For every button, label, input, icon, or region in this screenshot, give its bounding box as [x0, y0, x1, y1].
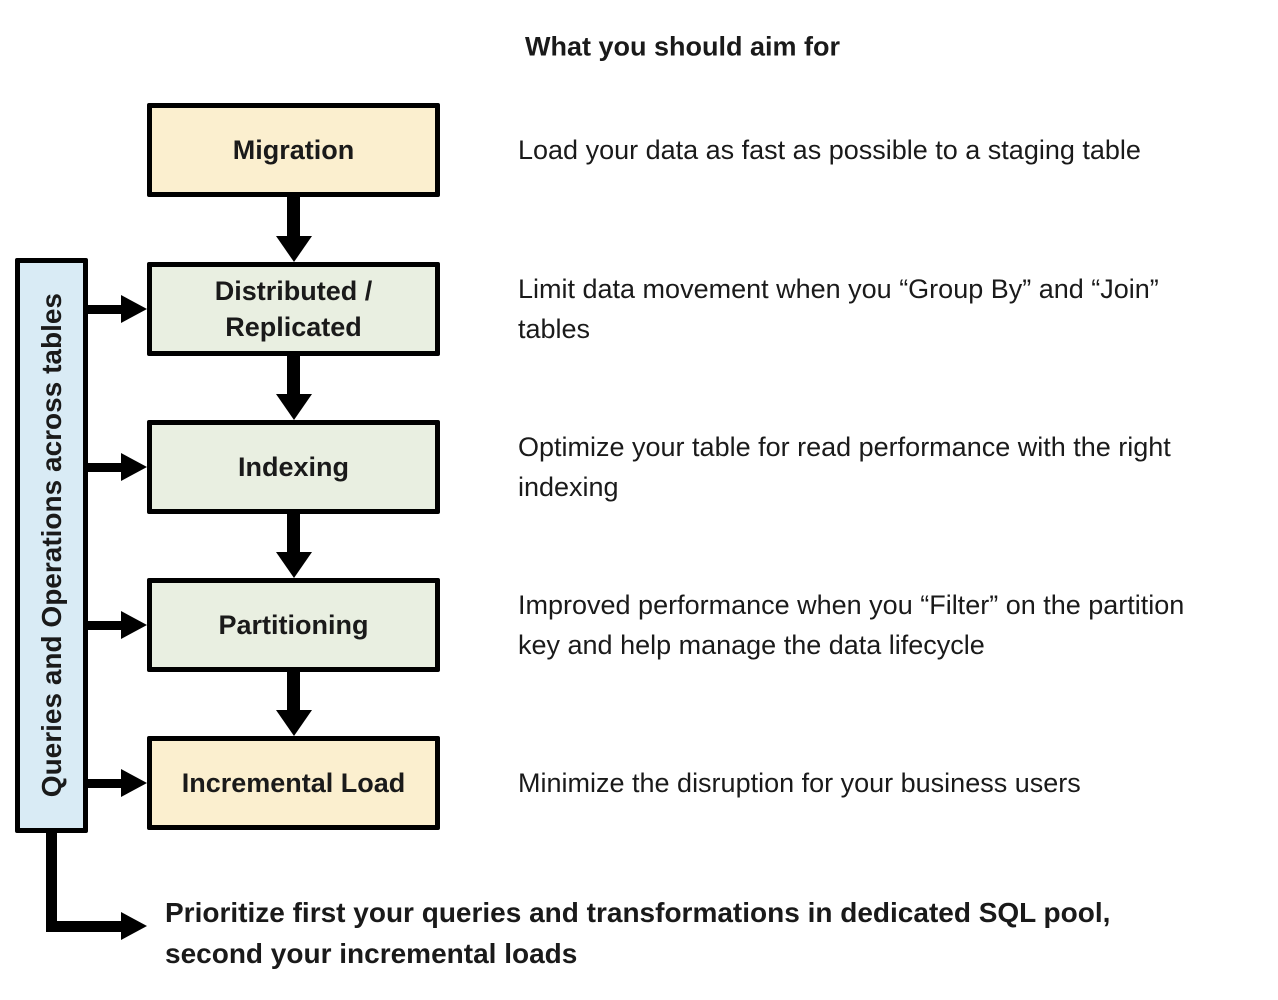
description-indexing: Optimize your table for read performance… — [518, 432, 1171, 502]
arrow-right-sidebar-to-indexing-icon — [88, 453, 147, 481]
arrow-head — [275, 710, 312, 736]
flow-box-distributed-replicated: Distributed / Replicated — [147, 262, 440, 356]
arrow-head — [275, 394, 312, 420]
arrow-right-sidebar-to-distributed-icon — [88, 295, 147, 323]
arrow-head — [121, 611, 147, 639]
arrow-shaft — [88, 621, 122, 630]
arrow-shaft — [88, 779, 122, 788]
description-distributed-replicated: Limit data movement when you “Group By” … — [518, 274, 1159, 344]
arrow-head — [275, 236, 312, 262]
flow-box-label: Indexing — [237, 451, 349, 482]
arrow-shaft — [88, 305, 122, 314]
footer-note: Prioritize first your queries and transf… — [165, 892, 1110, 974]
arrow-shaft — [287, 356, 300, 394]
sidebar-label: Queries and Operations across tables — [35, 293, 67, 798]
arrow-shaft — [287, 197, 300, 236]
arrow-down-distributed-to-indexing-icon — [275, 356, 312, 420]
arrow-right-sidebar-to-incremental-icon — [88, 769, 147, 797]
arrow-right-sidebar-to-partitioning-icon — [88, 611, 147, 639]
arrow-elbow-horizontal-segment — [46, 921, 122, 932]
arrow-head — [121, 453, 147, 481]
arrow-head — [121, 295, 147, 323]
page-title: What you should aim for — [525, 31, 840, 62]
flow-box-label: Distributed / Replicated — [214, 275, 373, 342]
arrow-shaft — [287, 514, 300, 552]
arrow-elbow-vertical-segment — [46, 833, 57, 932]
flow-box-label: Migration — [232, 134, 355, 165]
flow-box-partitioning: Partitioning — [147, 578, 440, 672]
arrow-elbow-head-icon — [121, 912, 147, 940]
arrow-down-partitioning-to-incremental-icon — [275, 672, 312, 736]
flow-box-incremental-load: Incremental Load — [147, 736, 440, 830]
sidebar-queries-operations: Queries and Operations across tables — [15, 258, 88, 833]
arrow-shaft — [88, 463, 122, 472]
description-migration: Load your data as fast as possible to a … — [518, 135, 1141, 165]
flow-box-indexing: Indexing — [147, 420, 440, 514]
arrow-shaft — [287, 672, 300, 710]
footer-line-2: second your incremental loads — [165, 938, 578, 969]
arrow-head — [121, 769, 147, 797]
arrow-head — [275, 552, 312, 578]
footer-line-1: Prioritize first your queries and transf… — [165, 897, 1111, 928]
description-incremental-load: Minimize the disruption for your busines… — [518, 768, 1081, 798]
arrow-down-migration-to-distributed-icon — [275, 197, 312, 262]
flow-box-migration: Migration — [147, 103, 440, 197]
flow-box-label: Incremental Load — [181, 767, 406, 798]
arrow-down-indexing-to-partitioning-icon — [275, 514, 312, 578]
flow-box-label: Partitioning — [218, 609, 369, 640]
description-partitioning: Improved performance when you “Filter” o… — [518, 590, 1185, 660]
